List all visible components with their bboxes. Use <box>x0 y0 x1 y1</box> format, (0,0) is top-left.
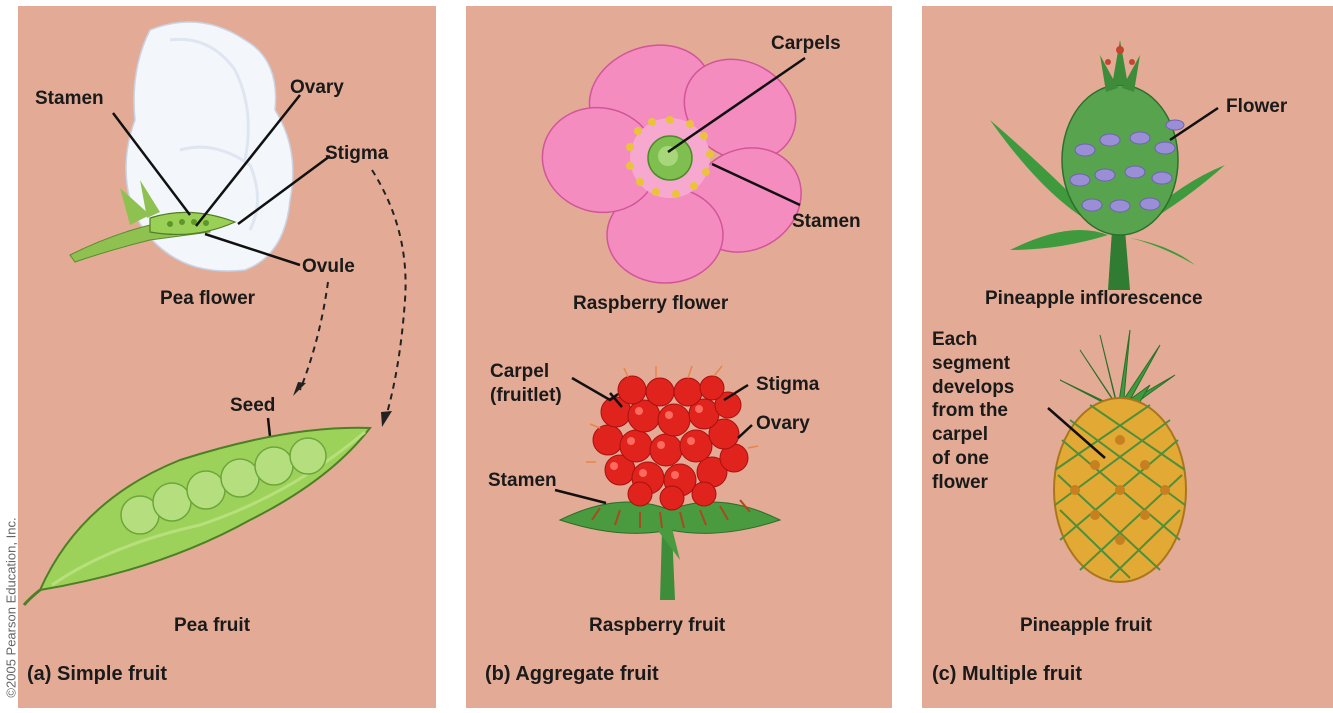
pineapple-fruit-illustration <box>1054 330 1186 582</box>
caption-simple-fruit: (a) Simple fruit <box>27 663 167 686</box>
label-stigma-b: Stigma <box>756 374 819 396</box>
label-ovule: Ovule <box>302 256 355 278</box>
pea-arrowheads <box>293 382 392 427</box>
label-ovary-a: Ovary <box>290 77 344 99</box>
label-stamen-b-fruit: Stamen <box>488 470 557 492</box>
label-seed: Seed <box>230 395 275 417</box>
caption-multiple-fruit: (c) Multiple fruit <box>932 663 1082 686</box>
pineapple-inflorescence-illustration <box>990 40 1225 290</box>
label-raspberry-fruit: Raspberry fruit <box>589 615 725 637</box>
label-pea-fruit: Pea fruit <box>174 615 250 637</box>
label-pineapple-fruit: Pineapple fruit <box>1020 615 1152 637</box>
raspberry-fruit-illustration <box>560 366 780 600</box>
pea-development-arrows <box>300 170 406 420</box>
label-flower: Flower <box>1226 96 1287 118</box>
caption-aggregate-fruit: (b) Aggregate fruit <box>485 663 659 686</box>
label-carpels: Carpels <box>771 33 841 55</box>
pea-pod-illustration <box>24 428 370 605</box>
label-stigma-a: Stigma <box>325 143 388 165</box>
label-stamen-b-flower: Stamen <box>792 211 861 233</box>
raspberry-flower-illustration <box>531 29 821 283</box>
label-carpel-fruitlet: Carpel (fruitlet) <box>490 360 562 408</box>
label-segment-note: Each segment develops from the carpel of… <box>932 328 1014 494</box>
label-pea-flower: Pea flower <box>160 288 255 310</box>
label-raspberry-flower: Raspberry flower <box>573 293 728 315</box>
label-pineapple-inflorescence: Pineapple inflorescence <box>985 288 1203 310</box>
label-stamen-a: Stamen <box>35 88 104 110</box>
label-ovary-b: Ovary <box>756 413 810 435</box>
